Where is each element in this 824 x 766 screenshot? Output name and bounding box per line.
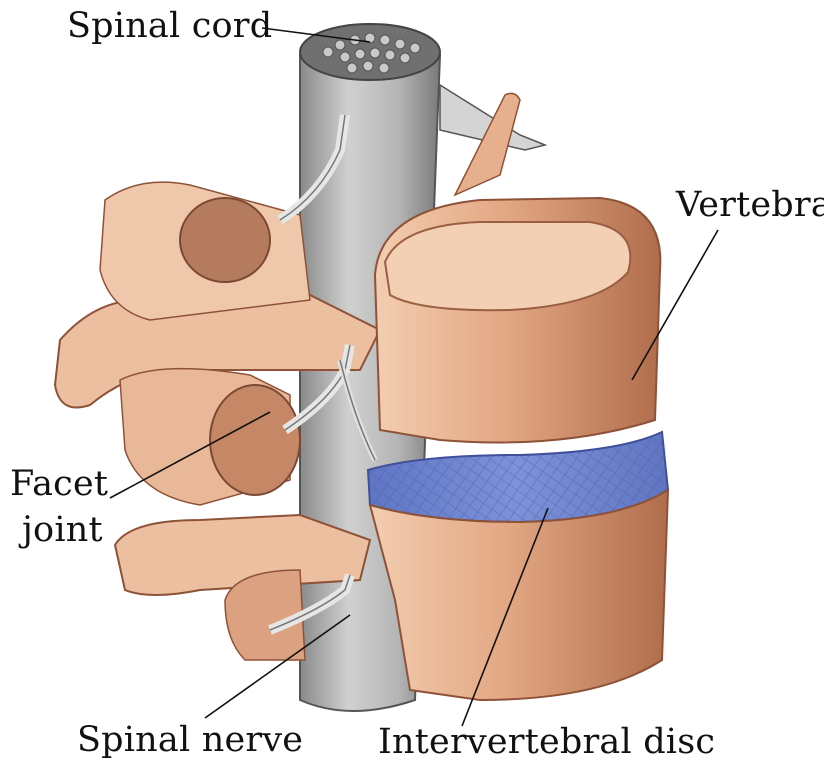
vertebra-label: Vertebra [676,185,824,225]
spinal-nerve-label: Spinal nerve [77,720,303,760]
facet-joint-label-line1: Facet [10,464,108,504]
upper-vertebral-body [375,198,660,443]
lower-vertebral-body [370,490,668,700]
facet-joint-label-line2: joint [22,510,103,550]
spinal-cord-label: Spinal cord [67,6,272,46]
intervertebral-disc-label: Intervertebral disc [378,722,715,762]
